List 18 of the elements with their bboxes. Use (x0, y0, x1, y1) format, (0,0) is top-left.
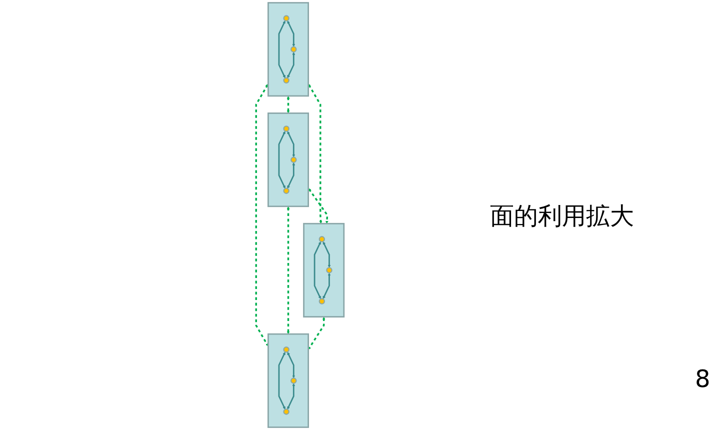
cluster (268, 2, 309, 97)
cluster (268, 333, 309, 428)
node-circle (283, 346, 290, 353)
node-circle (318, 298, 325, 304)
node-circle (290, 378, 297, 384)
node-circle (283, 188, 290, 194)
cluster (268, 112, 309, 208)
node-circle (326, 267, 332, 274)
node-circle (283, 126, 290, 132)
node-circle (283, 77, 290, 84)
cluster (303, 222, 345, 318)
node-circle (283, 408, 290, 415)
node-circle (283, 15, 290, 22)
annotation-text: 面的利用拡大 (490, 201, 634, 232)
page-number: 8 (695, 365, 710, 393)
node-circle (318, 236, 325, 242)
node-circle (290, 156, 297, 163)
node-circle (290, 46, 297, 52)
